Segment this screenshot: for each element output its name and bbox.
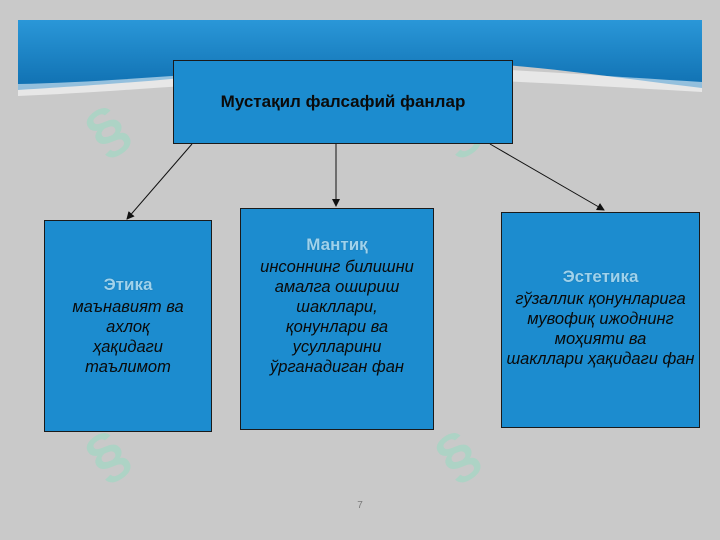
root-node: Мустақил фалсафий фанлар [173,60,513,144]
root-title: Мустақил фалсафий фанлар [220,92,466,111]
arrow-to-aesthetics [489,143,605,211]
page-number: 7 [357,500,363,511]
node-logic-description: инсоннинг билишни амалга ошириш шакллари… [260,258,414,376]
node-aesthetics: Эстетика гўзаллик қонунларига мувофиқ иж… [501,212,700,428]
node-logic-title: Мантиқ [306,235,368,254]
node-ethics-description: маънавият ва ахлоқ ҳақидаги таълимот [72,298,184,376]
node-ethics: Этика маънавият ва ахлоқ ҳақидаги таълим… [44,220,212,432]
node-aesthetics-title: Эстетика [562,267,639,286]
node-aesthetics-description: гўзаллик қонунларига мувофиқ ижоднинг мо… [506,290,695,368]
node-logic: Мантиқ инсоннинг билишни амалга ошириш ш… [240,208,434,430]
node-ethics-title: Этика [103,275,153,294]
arrow-to-ethics [126,143,193,220]
